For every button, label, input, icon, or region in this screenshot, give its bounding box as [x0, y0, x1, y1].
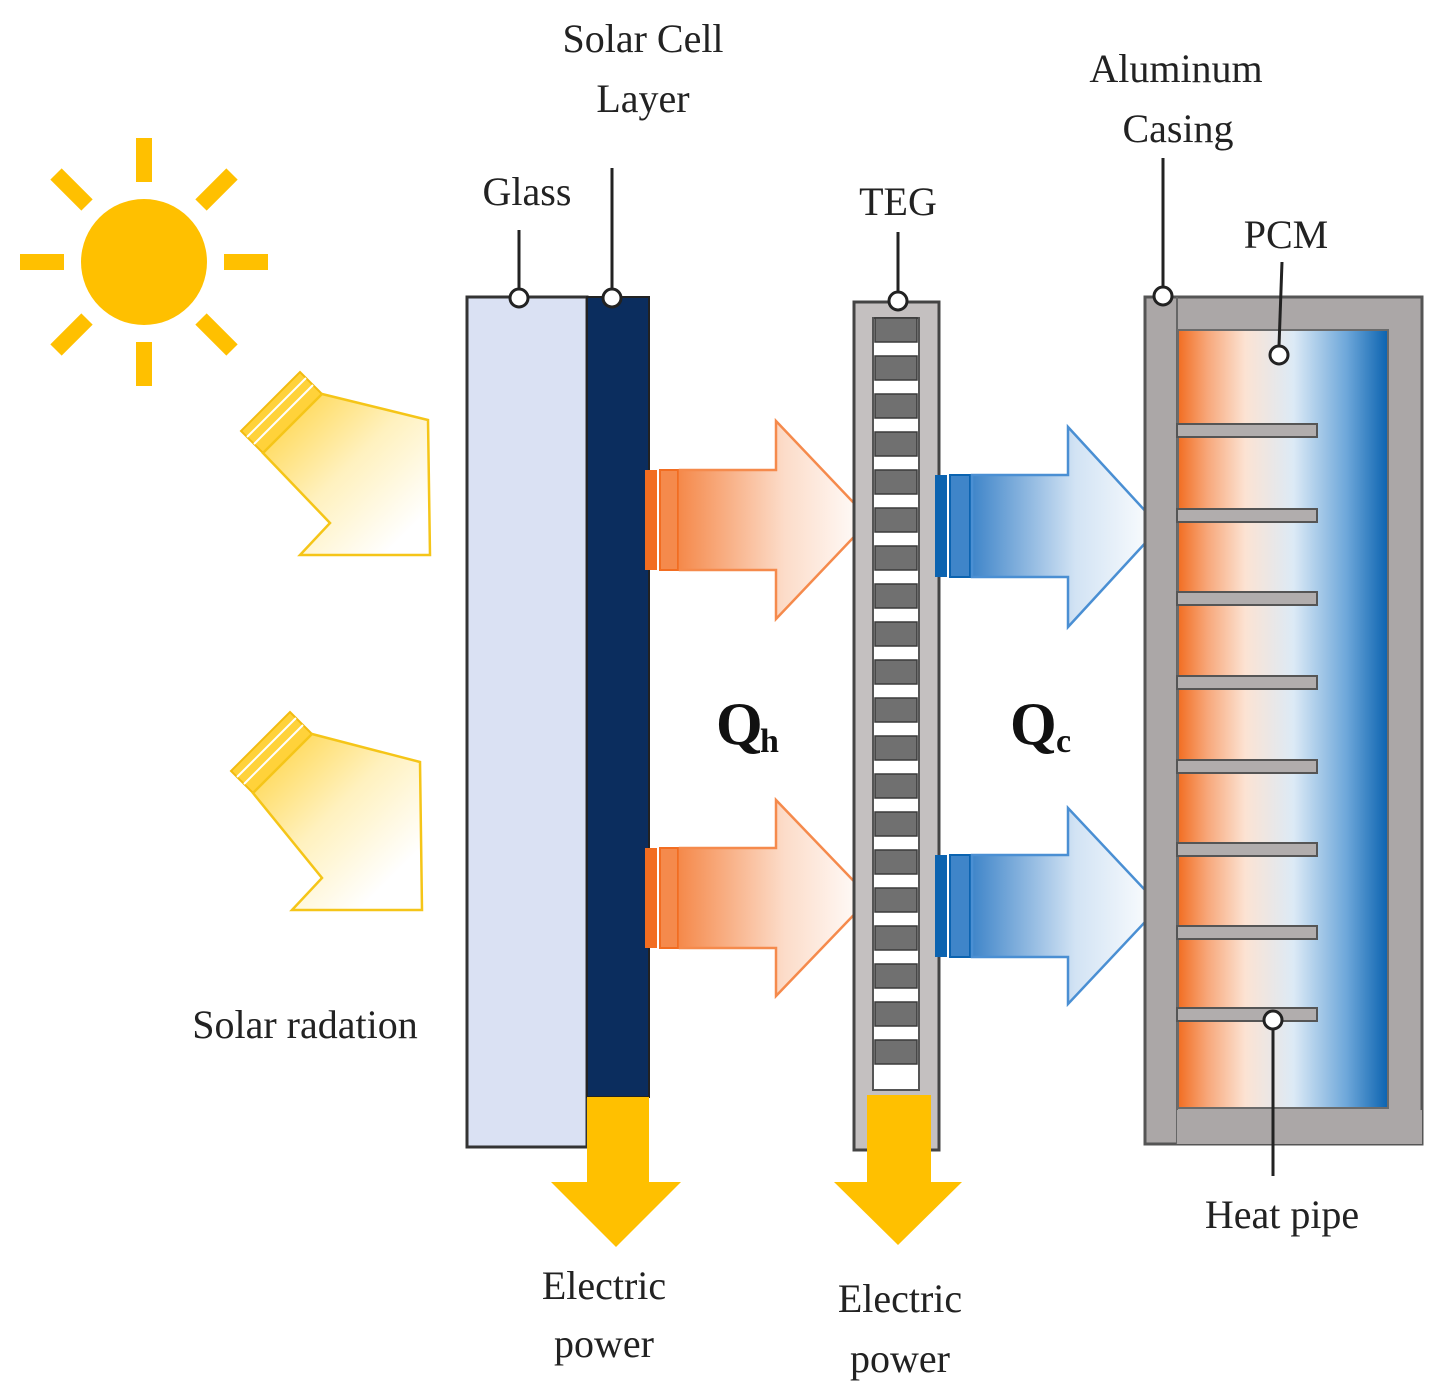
solar-cell-label-line2: Layer — [596, 76, 689, 121]
heat-arrow-qc-lower — [935, 804, 1162, 1008]
heat-arrow-qh-upper — [645, 417, 872, 623]
qh-main: Q — [716, 691, 763, 757]
sun-icon — [20, 138, 268, 386]
solar-cell-label-line1: Solar Cell — [562, 16, 723, 61]
teg-element — [874, 963, 918, 989]
teg-element — [874, 1039, 918, 1065]
solar-radiation-arrow-upper — [239, 370, 432, 557]
solar-radiation-arrow-lower — [229, 710, 424, 912]
qh-label: Q h — [716, 691, 779, 760]
teg-element — [874, 887, 918, 913]
teg-element — [874, 735, 918, 761]
teg-element — [874, 317, 918, 343]
teg-element — [874, 849, 918, 875]
leader-markers — [508, 285, 1290, 1031]
heat-pipe-label: Heat pipe — [1205, 1192, 1359, 1237]
teg-element — [874, 431, 918, 457]
leader-lines — [517, 158, 1284, 1176]
electric-power-2-label-line1: Electric — [838, 1276, 962, 1321]
qc-label: Q c — [1010, 691, 1071, 760]
electric-power-2-label-line2: power — [850, 1336, 950, 1381]
heat-arrow-qc-upper — [935, 423, 1162, 631]
casing-marker — [1152, 285, 1174, 307]
solar-cell-layer — [586, 296, 650, 1098]
aluminum-casing-label-line2: Casing — [1122, 106, 1233, 151]
glass-marker — [508, 287, 530, 309]
pcm-region — [1177, 329, 1389, 1109]
teg-marker — [887, 290, 909, 312]
heat-pipe-fins — [1176, 423, 1318, 1022]
teg-element — [874, 583, 918, 609]
electric-power-arrow-2 — [834, 1095, 962, 1245]
teg-element — [874, 925, 918, 951]
qc-main: Q — [1010, 691, 1057, 757]
electric-power-1-label-line1: Electric — [542, 1263, 666, 1308]
qc-subscript: c — [1056, 723, 1071, 760]
teg-element — [874, 773, 918, 799]
solar-cell-marker — [601, 287, 623, 309]
heat-pipe-marker — [1262, 1009, 1284, 1031]
teg-element — [874, 811, 918, 837]
teg-element — [874, 393, 918, 419]
teg-label: TEG — [859, 179, 937, 224]
glass-label: Glass — [483, 169, 572, 214]
teg-element — [874, 469, 918, 495]
teg-element — [874, 545, 918, 571]
aluminum-casing-label-line1: Aluminum — [1089, 46, 1262, 91]
solar-radiation-label: Solar radation — [192, 1002, 418, 1047]
teg-element — [874, 1001, 918, 1027]
electric-power-1-label-line2: power — [554, 1321, 654, 1366]
electric-power-arrow-1 — [551, 1097, 681, 1247]
teg-element — [874, 621, 918, 647]
teg-element — [874, 659, 918, 685]
heat-arrow-qh-lower — [645, 796, 872, 1000]
teg-element — [874, 697, 918, 723]
pcm-marker — [1268, 344, 1290, 366]
qh-subscript: h — [760, 723, 779, 760]
pcm-label: PCM — [1244, 212, 1329, 257]
glass-layer — [465, 295, 589, 1149]
teg-module — [852, 300, 941, 1152]
teg-element — [874, 507, 918, 533]
teg-element — [874, 355, 918, 381]
